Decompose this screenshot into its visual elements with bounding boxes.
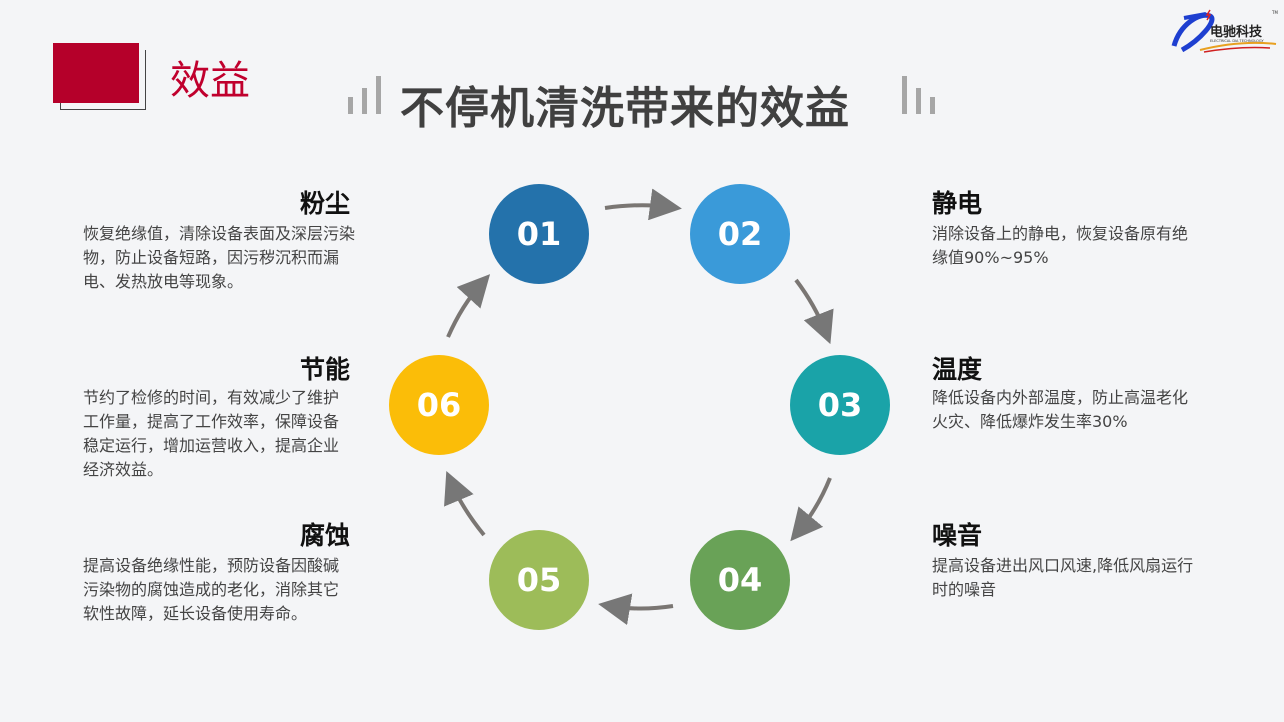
svg-text:TM: TM — [1271, 10, 1278, 15]
body-dust: 恢复绝缘值，清除设备表面及深层污染物，防止设备短路，因污秽沉积而漏电、发热放电等… — [83, 224, 356, 291]
section-label: 效益 — [170, 58, 250, 104]
page-title: 不停机清洗带来的效益 — [400, 83, 850, 134]
title-decor-bar — [930, 97, 935, 114]
step-circle-05: 05 — [489, 530, 589, 630]
step-circle-03: 03 — [790, 355, 890, 455]
title-decor-bar — [902, 76, 907, 114]
svg-text:ELECTRICAL DIA TECHNOLOGY: ELECTRICAL DIA TECHNOLOGY — [1210, 39, 1264, 43]
arrow-01-02 — [604, 188, 682, 221]
title-decor-bar — [362, 88, 367, 114]
title-decor-bar — [348, 97, 353, 114]
heading-corrosion: 腐蚀 — [299, 521, 350, 550]
heading-static: 静电 — [932, 189, 983, 218]
arrow-04-05 — [598, 593, 674, 626]
heading-energy: 节能 — [299, 355, 350, 384]
section-marker-shadow — [60, 50, 146, 110]
body-static: 消除设备上的静电，恢复设备原有绝缘值90%~95% — [932, 224, 1189, 267]
title-decor-bar — [916, 88, 921, 114]
arrow-03-04 — [790, 477, 832, 542]
section-marker — [53, 43, 139, 103]
step-circle-04: 04 — [690, 530, 790, 630]
company-logo: 电驰科技 ELECTRICAL DIA TECHNOLOGY TM — [1170, 4, 1280, 56]
step-circle-06: 06 — [389, 355, 489, 455]
body-corrosion: 提高设备绝缘性能，预防设备因酸碱污染物的腐蚀造成的老化，消除其它软性故障，延长设… — [83, 556, 340, 623]
svg-text:电驰科技: 电驰科技 — [1210, 24, 1263, 40]
arrow-02-03 — [794, 278, 834, 345]
section-marker-shadow — [60, 103, 61, 110]
heading-noise: 噪音 — [932, 521, 983, 550]
heading-dust: 粉尘 — [299, 189, 350, 218]
body-temperature: 降低设备内外部温度，防止高温老化火灾、降低爆炸发生率30% — [932, 388, 1189, 431]
arrow-06-01 — [446, 274, 491, 338]
body-energy: 节约了检修的时间，有效减少了维护工作量，提高了工作效率，保障设备稳定运行，增加运… — [83, 388, 340, 479]
body-noise: 提高设备进出风口风速,降低风扇运行时的噪音 — [932, 556, 1194, 599]
step-circle-01: 01 — [489, 184, 589, 284]
heading-temperature: 温度 — [932, 355, 983, 384]
step-circle-02: 02 — [690, 184, 790, 284]
arrow-05-06 — [444, 470, 486, 537]
title-decor-bar — [376, 76, 381, 114]
